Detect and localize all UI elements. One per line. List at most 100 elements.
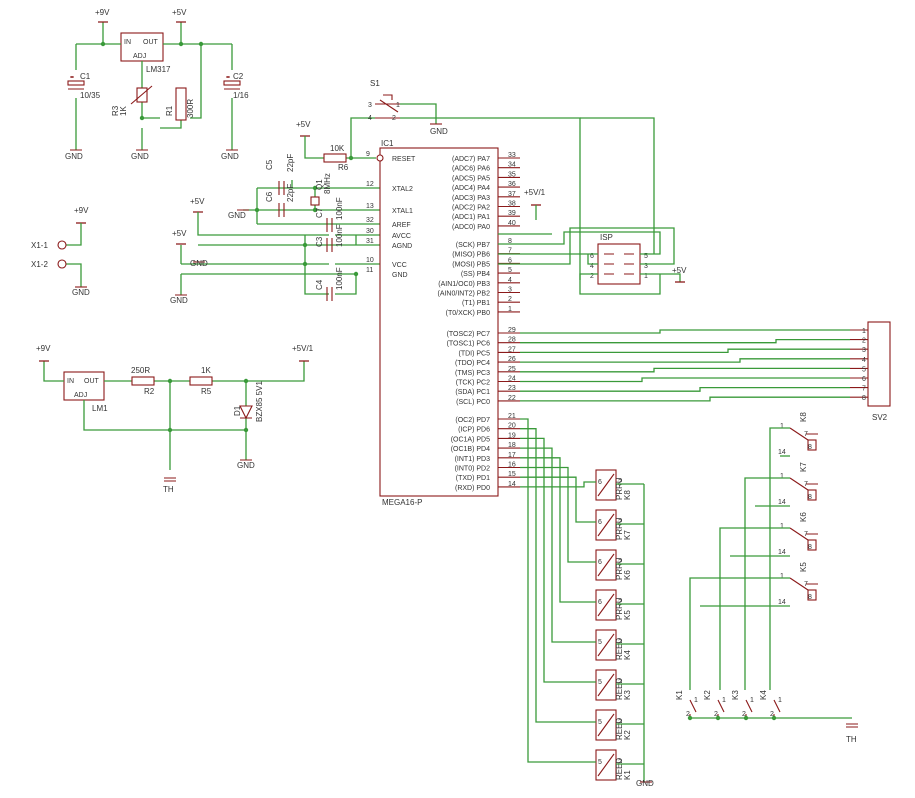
sv2-pin-4: 4: [862, 357, 866, 364]
resistor-r6[interactable]: [323, 153, 347, 163]
capacitor-c6[interactable]: [278, 203, 285, 217]
relay-type-k5: PRRU: [615, 597, 624, 620]
mcu-pin-num: 12: [366, 181, 374, 188]
oscillator-decoupling-block: +5V +5V +5V 10K R6 C5 22pF C6 22pF Q1 8M…: [170, 117, 380, 305]
regulator-lm317[interactable]: [120, 32, 164, 62]
resistor-r2[interactable]: [131, 376, 155, 386]
s1-label: S1: [370, 79, 380, 88]
mcu-pin-label: (T1) PB1: [462, 300, 490, 307]
mcu-block: IC1 MEGA16-P RESET9XTAL212XTAL113AREF32A…: [366, 139, 520, 507]
mcu-pin-label: (SCL) PC0: [456, 399, 490, 406]
key-k1[interactable]: K1: [675, 690, 684, 700]
relay-contact-k5[interactable]: [807, 589, 817, 601]
mcu-pin-reset: RESET: [392, 156, 416, 163]
relay-pin-label: 5: [598, 679, 602, 686]
zener-d1[interactable]: [239, 405, 253, 420]
mcu-pin-label: (OC1A) PD5: [451, 436, 490, 443]
sv2-pin-5: 5: [862, 366, 866, 373]
regulator-lm1[interactable]: [63, 371, 105, 401]
mcu-pin-num: 2: [508, 296, 512, 303]
supply-5v-aref: +5V: [190, 197, 205, 206]
mcu-pin-num: 27: [508, 346, 516, 353]
mcu-pin-num: 19: [508, 432, 516, 439]
relay-contact-k6[interactable]: [807, 539, 817, 551]
key-k2[interactable]: K2: [703, 690, 712, 700]
capacitor-c7[interactable]: [326, 218, 333, 232]
crystal-q1[interactable]: [310, 196, 320, 206]
mcu-pin-label: (TOSC2) PC7: [447, 331, 491, 338]
resistor-r5[interactable]: [189, 376, 213, 386]
key-pin: 2: [686, 711, 690, 718]
relay-name-k4: K4: [623, 650, 632, 660]
lm317-block: IN OUT ADJ LM317 +9V +5V C1 10/35 C2 1/1…: [65, 8, 249, 161]
mcu-pin-label: (ADC7) PA7: [452, 156, 490, 163]
relay-pin-label: 2: [618, 759, 622, 766]
mcu-pin-xtal1: XTAL1: [392, 208, 413, 215]
relay-pin-label: 2: [618, 519, 622, 526]
contact-pin: 14: [778, 449, 786, 456]
mcu-pin-num: 1: [508, 306, 512, 313]
mcu-pin-num: 34: [508, 162, 516, 169]
isp-pin3: 3: [644, 263, 648, 270]
capacitor-c2[interactable]: [223, 80, 241, 86]
switch-s1[interactable]: [375, 94, 400, 119]
mcu-ic1[interactable]: [379, 147, 499, 497]
relay-pin-label: 5: [598, 759, 602, 766]
key-k4[interactable]: K4: [759, 690, 768, 700]
relay-contact-k7[interactable]: [807, 489, 817, 501]
isp-block: ISP 6 4 2 5 3 1 +5V +5V/1: [498, 117, 687, 295]
relay-type-k7: PRRU: [615, 517, 624, 540]
relay-name-k7: K7: [623, 530, 632, 540]
relay-pin-label: 5: [598, 719, 602, 726]
key-pin: 2: [714, 711, 718, 718]
capacitor-c3[interactable]: [326, 238, 333, 252]
mcu-pin-label: (ADC4) PA4: [452, 185, 490, 192]
contact-pin: 7: [804, 531, 808, 538]
gnd-label-c1: GND: [65, 152, 83, 161]
reg2-name: LM1: [92, 404, 108, 413]
x1-pin1[interactable]: [57, 240, 67, 250]
reg1-in-pin-label: IN: [124, 39, 131, 46]
mcu-pin-label: (TDI) PC5: [459, 350, 491, 357]
key-k3[interactable]: K3: [731, 690, 740, 700]
relay-pin-label: 6: [598, 519, 602, 526]
capacitor-c5[interactable]: [278, 181, 285, 195]
relay-name-k5: K5: [623, 610, 632, 620]
x1-pin2[interactable]: [57, 259, 67, 269]
header-sv2[interactable]: [867, 321, 891, 407]
relay-contact-k8[interactable]: [807, 439, 817, 451]
mcu-pin-num: 31: [366, 238, 374, 245]
mcu-pin-num: 38: [508, 201, 516, 208]
contact-pin: 1: [780, 523, 784, 530]
mcu-pin-label: (AIN1/OC0) PB3: [438, 281, 490, 288]
mcu-pin-num: 4: [508, 277, 512, 284]
r6-label: R6: [338, 163, 349, 172]
r5-label: R5: [201, 387, 212, 396]
mcu-pin-label: (OC2) PD7: [455, 417, 490, 424]
mcu-pin-label: (MISO) PB6: [452, 252, 490, 259]
supply-5v-reset: +5V: [296, 120, 311, 129]
mcu-pin-gnd: GND: [392, 272, 408, 279]
contact-pin: 8: [808, 594, 812, 601]
r6-value: 10K: [330, 144, 345, 153]
r2-value: 250R: [131, 366, 150, 375]
mcu-pin-num: 8: [508, 238, 512, 245]
key-pin: 1: [778, 697, 782, 704]
relay-pin-label: 2: [618, 639, 622, 646]
contact-pin: 7: [804, 481, 808, 488]
s1-pin4: 4: [368, 115, 372, 122]
contact-pin: 14: [778, 599, 786, 606]
q1-label: Q1: [315, 179, 324, 190]
key-pin: 2: [742, 711, 746, 718]
capacitor-c1[interactable]: [67, 80, 85, 86]
capacitor-c4[interactable]: [326, 287, 333, 301]
resistor-r1[interactable]: [175, 87, 187, 121]
gnd-label-s1: GND: [430, 127, 448, 136]
mcu-pin-num: 5: [508, 267, 512, 274]
mcu-pin-num: 32: [366, 217, 374, 224]
mcu-pin-label: (AIN0/INT2) PB2: [437, 291, 490, 298]
relay-type-k4: REED: [615, 638, 624, 660]
